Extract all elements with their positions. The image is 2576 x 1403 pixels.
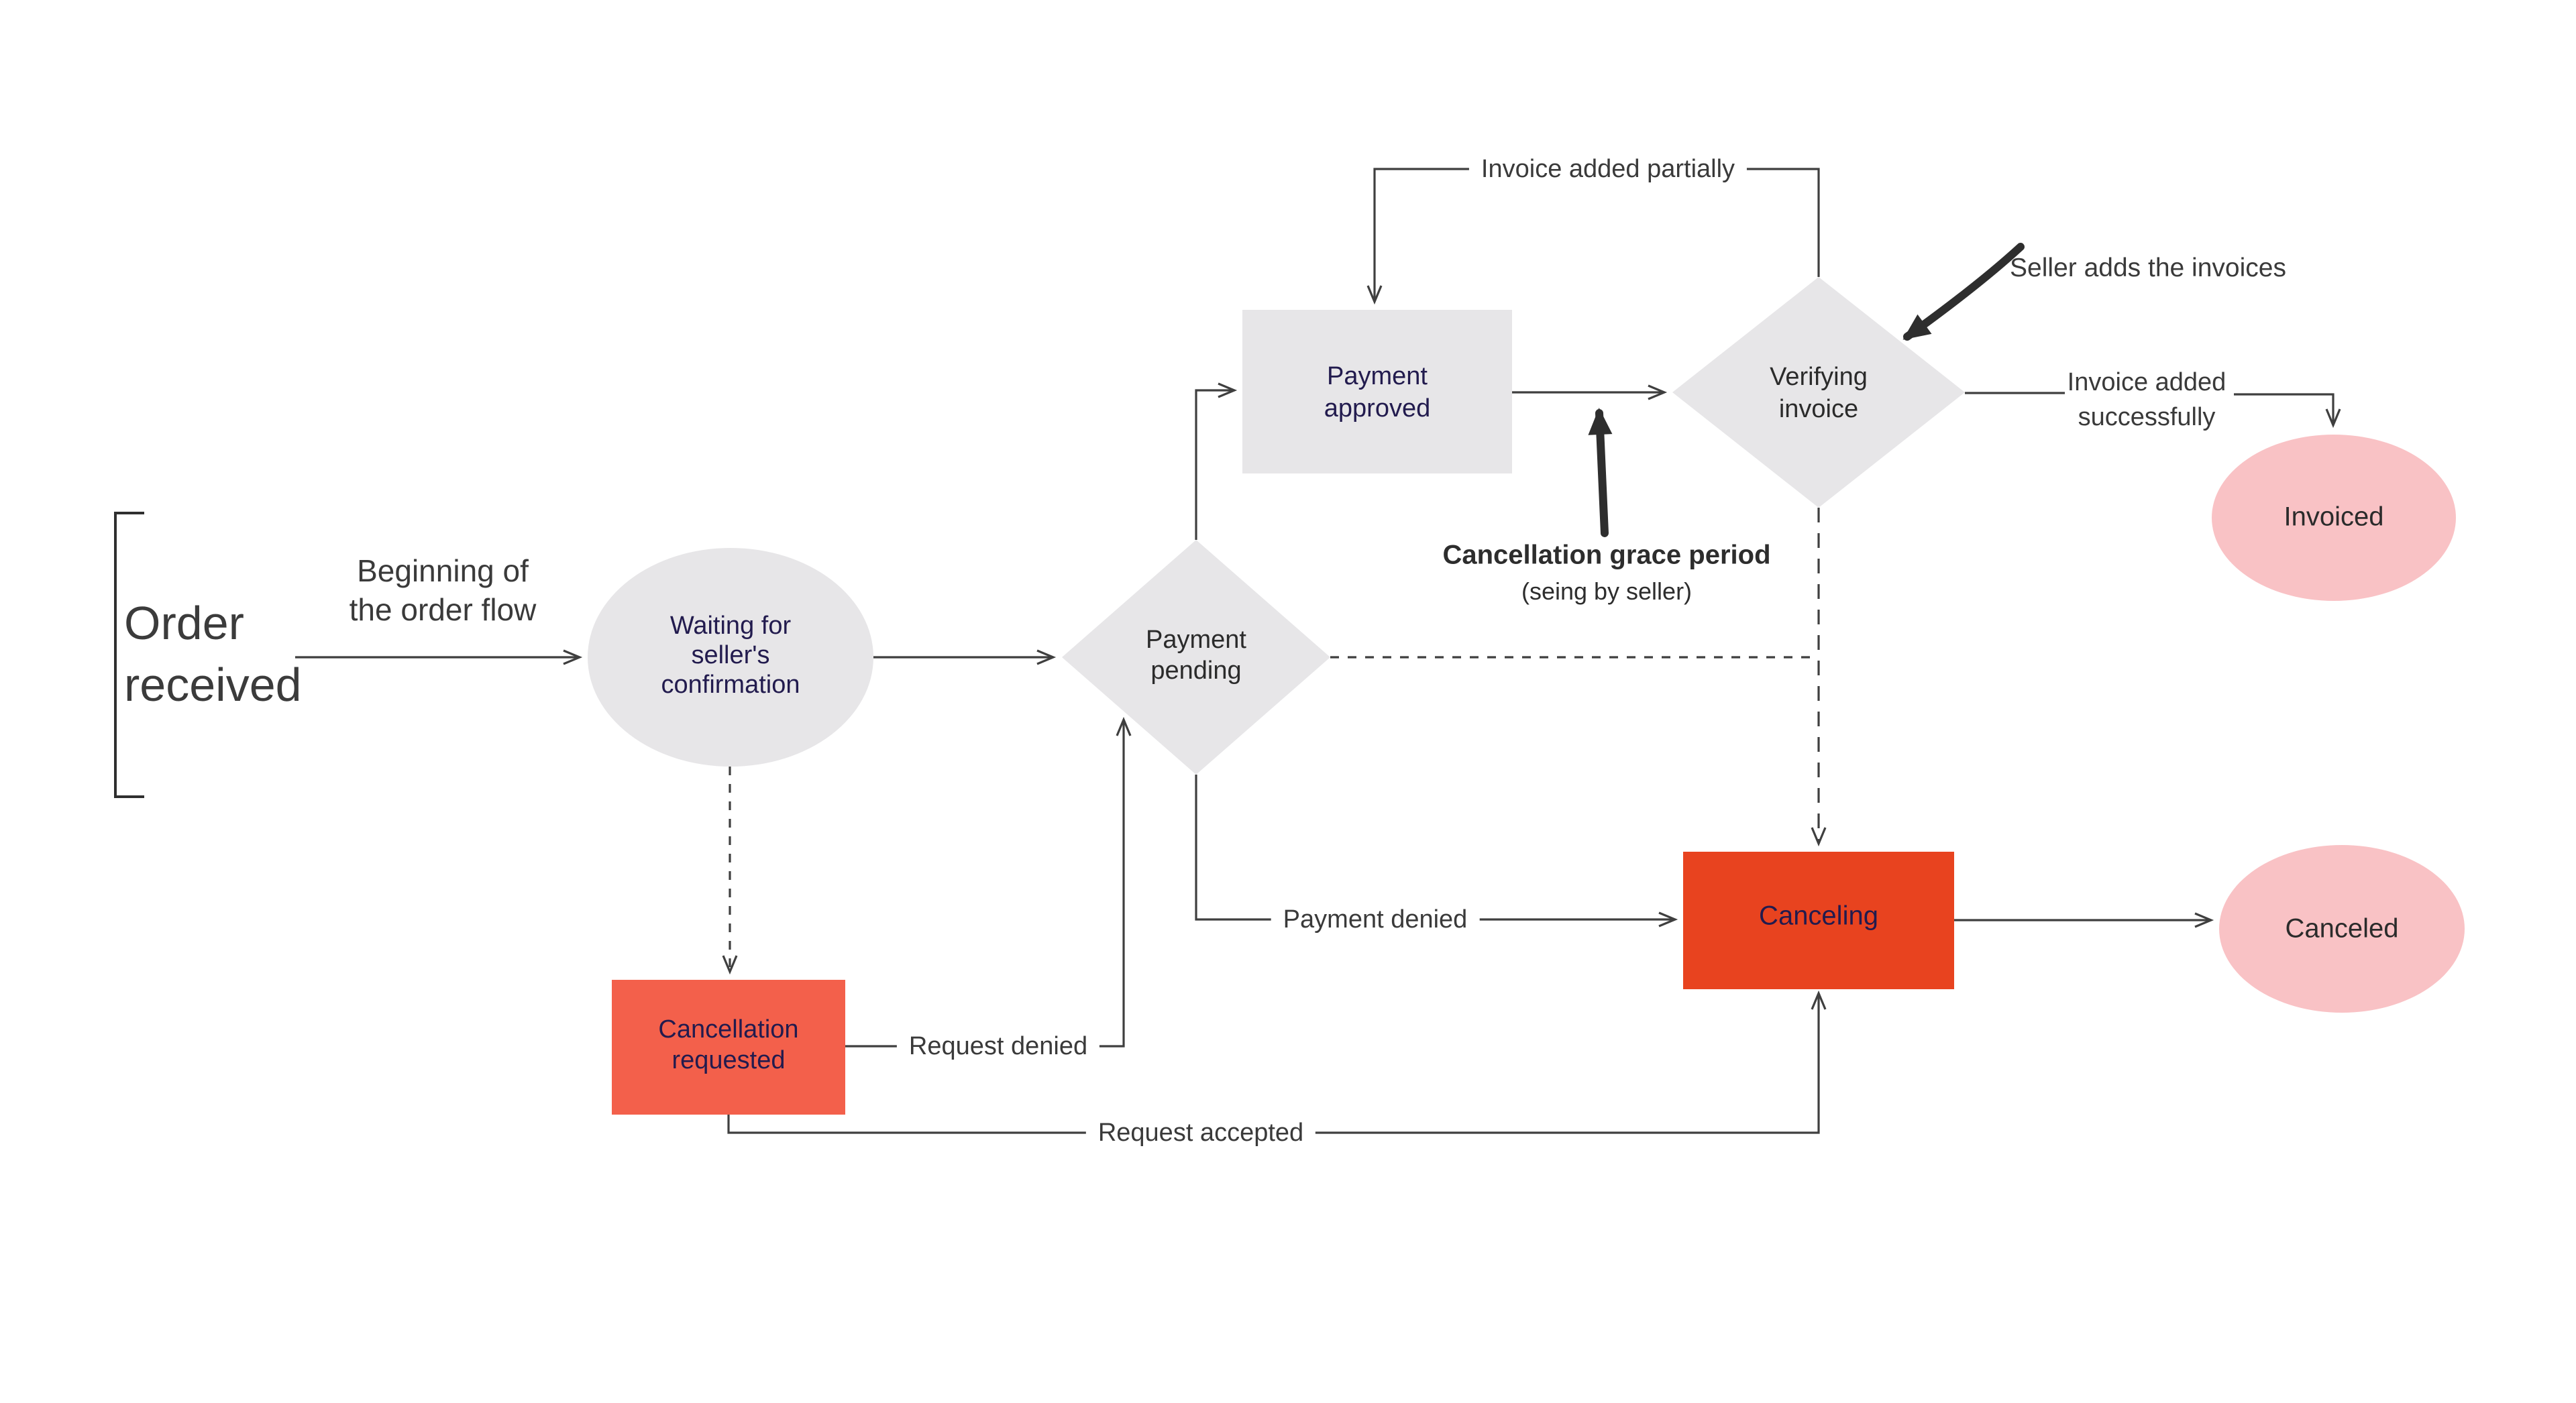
edge-request-accepted[interactable] (727, 990, 1827, 1134)
node-canceled[interactable] (2219, 845, 2465, 1013)
invoice-added-successfully-label: Invoice added successfully (2067, 368, 2226, 431)
node-payment-approved[interactable] (1242, 310, 1512, 473)
waiting-confirmation-label: Waiting for seller's confirmation (661, 612, 800, 699)
node-payment-pending[interactable] (1062, 540, 1330, 775)
grace-period-title: Cancellation grace period (1442, 540, 1771, 570)
edge-invoice-added-successfully-2[interactable] (2234, 393, 2341, 429)
grace-period-subtitle: (seing by seller) (1521, 577, 1693, 605)
edge-request-denied[interactable] (845, 716, 1132, 1048)
payment-pending-label: Payment pending (1146, 626, 1246, 685)
canceled-label: Canceled (2285, 913, 2399, 944)
grace-period-arrow (1588, 408, 1613, 537)
beginning-of-flow-label: Beginning of the order flow (349, 553, 537, 627)
edge-pending-to-approved[interactable] (1195, 382, 1238, 540)
seller-adds-arrow (1902, 243, 2025, 341)
node-cancellation-requested[interactable] (612, 980, 845, 1115)
payment-denied-label: Payment denied (1271, 901, 1480, 938)
verifying-invoice-label: Verifying invoice (1770, 363, 1868, 423)
cancellation-requested-label: Cancellation requested (658, 1015, 799, 1074)
seller-adds-invoices-label: Seller adds the invoices (2010, 254, 2286, 282)
node-verifying-invoice[interactable] (1672, 277, 1965, 508)
request-denied-label: Request denied (896, 1028, 1100, 1064)
edge-payment-denied[interactable] (1195, 775, 1678, 928)
invoiced-label: Invoiced (2284, 502, 2384, 532)
order-received-label: Order received (124, 597, 302, 711)
canceling-label: Canceling (1759, 901, 1878, 931)
node-waiting-confirmation[interactable] (588, 548, 873, 767)
payment-approved-label: Payment approved (1324, 362, 1431, 423)
edge-invoice-added-partially[interactable] (1366, 168, 1820, 305)
request-accepted-label: Request accepted (1085, 1115, 1316, 1151)
invoice-added-partially-label: Invoice added partially (1468, 151, 1748, 187)
order-received-bracket (114, 512, 144, 798)
node-invoiced[interactable] (2212, 435, 2456, 601)
node-canceling[interactable] (1683, 852, 1954, 989)
